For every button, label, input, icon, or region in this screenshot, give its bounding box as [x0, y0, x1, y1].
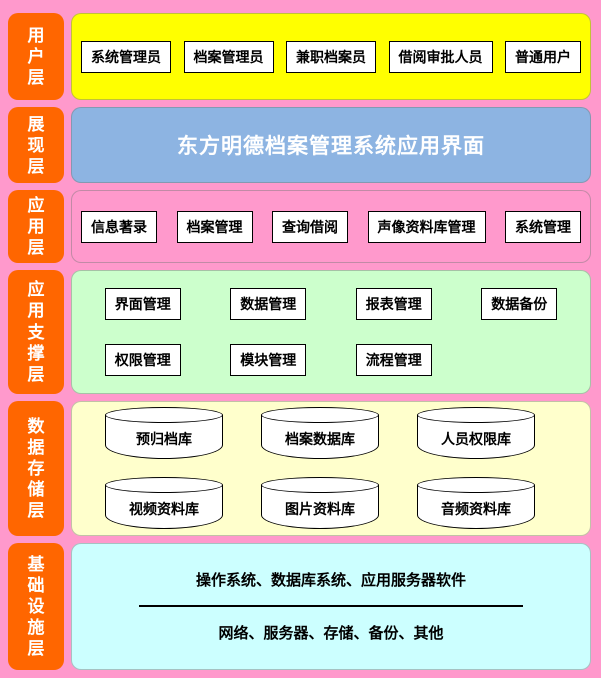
cylinder-top-ellipse	[417, 407, 535, 424]
support-module-box: 流程管理	[355, 344, 432, 377]
application-module-box: 系统管理	[505, 210, 581, 243]
cylinder-top-ellipse	[105, 477, 223, 494]
application-module-box: 查询借阅	[272, 210, 348, 243]
band-application: 信息著录 档案管理 查询借阅 声像资料库管理 系统管理	[71, 189, 591, 264]
layer-application: 应用层 信息著录 档案管理 查询借阅 声像资料库管理 系统管理	[8, 189, 591, 264]
layer-label-text: 应用层	[27, 196, 45, 258]
cylinder-label: 音频资料库	[441, 501, 511, 518]
application-module-box: 档案管理	[176, 210, 253, 243]
cylinder-label: 视频资料库	[129, 501, 199, 518]
layer-label-text: 基础设施层	[27, 554, 45, 659]
application-module-box: 信息著录	[81, 210, 157, 243]
cylinder-top-ellipse	[105, 407, 223, 424]
band-storage: 预归档库 档案数据库 人员权限库 视频资料库 图片资料库	[71, 400, 591, 536]
layer-label-infrastructure: 基础设施层	[8, 542, 64, 670]
layer-support: 应用支撑层 界面管理 数据管理 报表管理 数据备份 权限管理 模块管理 流程管理	[8, 270, 591, 394]
layer-users: 用户层 系统管理员 档案管理员 兼职档案员 借阅审批人员 普通用户	[8, 13, 591, 101]
database-cylinder: 预归档库	[105, 407, 223, 460]
cylinder-label: 人员权限库	[441, 431, 511, 448]
database-cylinder: 视频资料库	[105, 477, 223, 530]
band-presentation: 东方明德档案管理系统应用界面	[71, 107, 591, 183]
layer-storage: 数据存储层 预归档库 档案数据库 人员权限库 视频资料库	[8, 400, 591, 536]
infrastructure-software-text: 操作系统、数据库系统、应用服务器软件	[195, 572, 466, 590]
divider-line	[139, 605, 523, 608]
layer-label-text: 用户层	[27, 26, 45, 88]
support-module-box: 权限管理	[104, 344, 181, 377]
layer-label-text: 数据存储层	[27, 416, 45, 520]
user-role-box: 借阅审批人员	[388, 40, 493, 73]
user-role-box: 兼职档案员	[286, 40, 376, 73]
database-cylinder: 人员权限库	[417, 407, 535, 460]
application-module-box: 声像资料库管理	[367, 210, 486, 243]
cylinder-label: 档案数据库	[285, 431, 355, 448]
cylinder-label: 图片资料库	[285, 501, 355, 518]
cylinder-top-ellipse	[417, 477, 535, 494]
user-role-box: 档案管理员	[183, 40, 274, 73]
support-module-box: 数据管理	[230, 288, 307, 321]
layer-label-presentation: 展现层	[8, 107, 64, 183]
database-cylinder: 档案数据库	[261, 407, 379, 460]
cylinder-top-ellipse	[261, 407, 379, 424]
layer-label-application: 应用层	[8, 189, 64, 264]
band-users: 系统管理员 档案管理员 兼职档案员 借阅审批人员 普通用户	[71, 13, 591, 101]
presentation-title: 东方明德档案管理系统应用界面	[177, 135, 485, 159]
support-module-box: 界面管理	[104, 288, 181, 321]
cylinder-label: 预归档库	[136, 431, 192, 448]
infrastructure-hardware-text: 网络、服务器、存储、备份、其他	[218, 625, 444, 643]
band-infrastructure: 操作系统、数据库系统、应用服务器软件 网络、服务器、存储、备份、其他	[71, 542, 591, 670]
layer-label-text: 应用支撑层	[27, 280, 45, 384]
user-role-box: 普通用户	[505, 40, 581, 73]
layer-label-support: 应用支撑层	[8, 270, 64, 394]
layer-presentation: 展现层 东方明德档案管理系统应用界面	[8, 107, 591, 183]
database-cylinder: 图片资料库	[261, 477, 379, 530]
layer-infrastructure: 基础设施层 操作系统、数据库系统、应用服务器软件 网络、服务器、存储、备份、其他	[8, 542, 591, 670]
support-module-box: 报表管理	[355, 288, 432, 321]
layer-label-users: 用户层	[8, 13, 64, 101]
cylinder-top-ellipse	[261, 477, 379, 494]
user-role-box: 系统管理员	[81, 40, 171, 73]
support-module-box: 数据备份	[481, 288, 558, 321]
band-support: 界面管理 数据管理 报表管理 数据备份 权限管理 模块管理 流程管理	[71, 270, 591, 394]
layer-label-text: 展现层	[27, 114, 45, 176]
database-cylinder: 音频资料库	[417, 477, 535, 530]
support-module-box: 模块管理	[230, 344, 307, 377]
layer-label-storage: 数据存储层	[8, 400, 64, 536]
